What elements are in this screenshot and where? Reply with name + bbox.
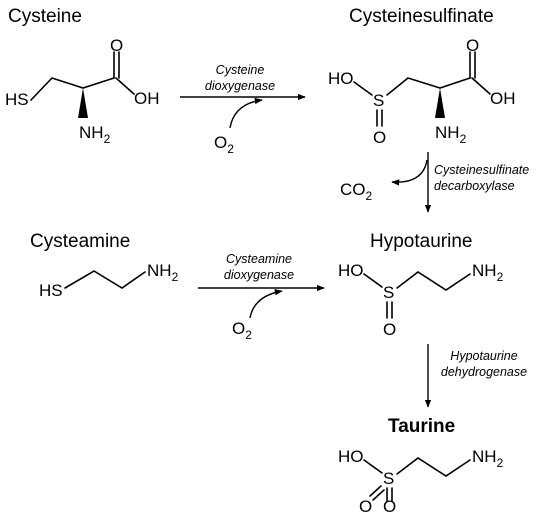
csad-enzyme-line1: Cysteinesulfinate xyxy=(434,163,529,177)
cysteine-title: Cysteine xyxy=(8,6,82,27)
htdh-enzyme-line2: dehydrogenase xyxy=(441,365,527,379)
cysteamine-hs-label: HS xyxy=(39,281,63,300)
cdo-enzyme-line1: Cysteine xyxy=(216,63,265,77)
cysteinesulfinate-s-o-bond xyxy=(376,109,383,127)
hypotaurine-title: Hypotaurine xyxy=(370,231,472,252)
taurine-ho-label: HO xyxy=(338,447,364,466)
csad-co2-product: CO2 xyxy=(340,180,373,203)
csad-enzyme-line2: decarboxylase xyxy=(434,179,515,193)
hypotaurine-sulfinyl-o: O xyxy=(383,320,396,339)
taurine-s-o-down-bond xyxy=(386,487,393,502)
taurine-sulfonyl-o-left: O xyxy=(359,497,372,514)
cysteamine-title: Cysteamine xyxy=(30,231,130,252)
cysteinesulfinate-decarboxylase-reaction: CO2 Cysteinesulfinate decarboxylase xyxy=(340,152,529,213)
hypotaurine-nh-label: NH2 xyxy=(472,261,504,284)
cysteinesulfinate-sulfinyl-o: O xyxy=(373,128,386,147)
cdo-cofactor-curve xyxy=(229,97,263,129)
cysteine-backbone-bond xyxy=(30,77,115,101)
cysteinesulfinate-s-label: S xyxy=(373,91,384,110)
ado-cofactor-curve xyxy=(249,289,283,319)
cysteinesulfinate-ho-label: HO xyxy=(328,69,354,88)
hypotaurine-structure: Hypotaurine HO S O NH2 xyxy=(338,231,504,339)
hypotaurine-backbone-bond xyxy=(396,271,471,291)
csad-co2-curve xyxy=(391,159,428,186)
hypotaurine-s-label: S xyxy=(383,283,394,302)
ado-enzyme-line2: dioxygenase xyxy=(224,268,294,282)
cysteinesulfinate-carbonyl-o: O xyxy=(466,36,479,55)
hypotaurine-ho-label: HO xyxy=(338,261,364,280)
taurine-sulfonyl-o-bottom: O xyxy=(383,497,396,514)
taurine-title: Taurine xyxy=(388,416,455,437)
cdo-enzyme-line2: dioxygenase xyxy=(205,79,275,93)
cysteinesulfinate-oh-label: OH xyxy=(490,89,516,108)
cysteinesulfinate-ho-s-bond xyxy=(353,81,373,96)
hypotaurine-ho-s-bond xyxy=(363,273,383,288)
cysteine-nh-label: NH2 xyxy=(79,123,111,146)
cysteinesulfinate-wedge-bond xyxy=(435,88,445,118)
htdh-enzyme-line1: Hypotaurine xyxy=(450,349,517,363)
cysteinesulfinate-structure: Cysteinesulfinate HO S O O OH NH2 xyxy=(328,6,516,147)
cdo-cofactor-o2: O2 xyxy=(214,133,234,156)
taurine-backbone-bond xyxy=(396,457,471,477)
cysteine-oh-label: OH xyxy=(134,89,160,108)
hypotaurine-dehydrogenase-reaction: Hypotaurine dehydrogenase xyxy=(424,344,527,408)
cysteine-carbonyl-bond xyxy=(113,51,120,79)
taurine-s-o-left-bond xyxy=(369,485,385,501)
taurine-nh-label: NH2 xyxy=(472,447,504,470)
cysteine-oh-bond xyxy=(115,77,135,95)
cysteamine-backbone-bond xyxy=(64,270,146,289)
cysteamine-structure: Cysteamine HS NH2 xyxy=(30,231,179,300)
cysteine-hs-label: HS xyxy=(5,90,29,109)
cysteine-dioxygenase-reaction: Cysteine dioxygenase O2 xyxy=(180,63,306,156)
cysteine-carbonyl-o: O xyxy=(110,36,123,55)
cysteamine-dioxygenase-reaction: Cysteamine dioxygenase O2 xyxy=(198,252,325,342)
cysteine-wedge-bond xyxy=(78,88,88,118)
hypotaurine-s-o-bond xyxy=(386,301,393,319)
cysteinesulfinate-carbonyl-bond xyxy=(469,51,476,79)
taurine-structure: Taurine HO S O O NH2 xyxy=(338,416,504,514)
cysteinesulfinate-oh-bond xyxy=(471,77,491,95)
cysteinesulfinate-nh-label: NH2 xyxy=(435,123,467,146)
ado-cofactor-o2: O2 xyxy=(232,319,252,342)
cysteinesulfinate-title: Cysteinesulfinate xyxy=(349,6,494,27)
taurine-ho-s-bond xyxy=(363,459,383,474)
cysteinesulfinate-backbone-bond xyxy=(386,77,471,96)
ado-enzyme-line1: Cysteamine xyxy=(226,252,292,266)
taurine-s-label: S xyxy=(383,469,394,488)
cysteine-structure: Cysteine HS O OH NH2 xyxy=(5,6,160,146)
cysteamine-nh-label: NH2 xyxy=(147,261,179,284)
